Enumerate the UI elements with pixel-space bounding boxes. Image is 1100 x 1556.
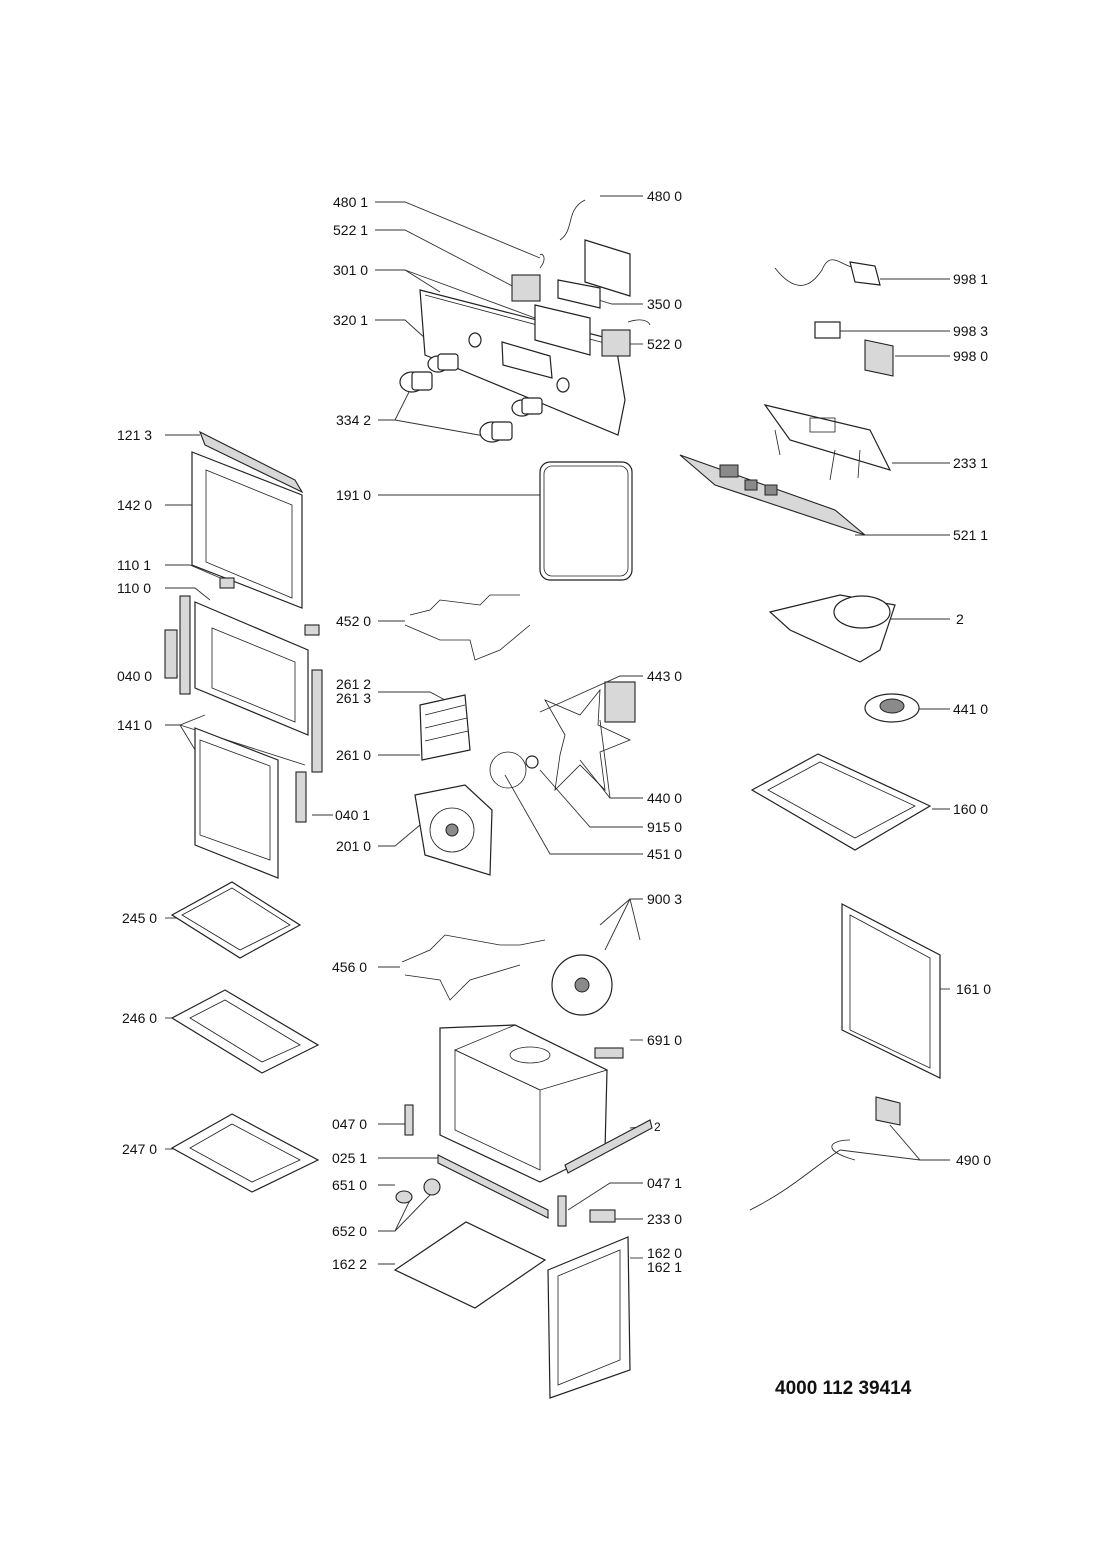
callout-233-0: 233 0 — [647, 1211, 683, 1227]
callout-652-0: 652 0 — [332, 1223, 368, 1239]
callout-441-0: 441 0 — [953, 701, 989, 717]
callout-521-1: 521 1 — [953, 527, 989, 543]
electronics-assembly — [679, 259, 894, 536]
callout-233-1: 233 1 — [953, 455, 989, 471]
callout-440-0: 440 0 — [647, 790, 683, 806]
callout-334-2: 334 2 — [336, 412, 372, 428]
callout-201-0: 201 0 — [336, 838, 372, 854]
callout-261-3: 261 3 — [336, 690, 372, 706]
trays — [170, 881, 320, 1193]
callout-998-3: 998 3 — [953, 323, 989, 339]
callout-490-0: 490 0 — [956, 1152, 992, 1168]
callout-651-0: 651 0 — [332, 1177, 368, 1193]
callout-162-2: 162 2 — [332, 1256, 368, 1272]
callout-522-0: 522 0 — [647, 336, 683, 352]
callout-047-0: 047 0 — [332, 1116, 368, 1132]
callout-915-0: 915 0 — [647, 819, 683, 835]
callout-522-1: 522 1 — [333, 222, 369, 238]
control-panel-assembly — [399, 199, 651, 443]
callout-161-0: 161 0 — [956, 981, 992, 997]
callout-480-1: 480 1 — [333, 194, 369, 210]
callout-247-0: 247 0 — [122, 1141, 158, 1157]
upper-heating-element-shape — [404, 594, 531, 661]
callout-998-1: 998 1 — [953, 271, 989, 287]
callout-451-0: 451 0 — [647, 846, 683, 862]
callout-025-1: 025 1 — [332, 1150, 368, 1166]
fan-assembly — [414, 681, 636, 876]
callout-040-1: 040 1 — [335, 807, 371, 823]
callout-452-0: 452 0 — [336, 613, 372, 629]
callout-162-0: 162 0 — [647, 1245, 683, 1261]
right-side-parts — [749, 594, 941, 1211]
callout-320-1: 320 1 — [333, 312, 369, 328]
door-gasket-shape — [539, 461, 633, 581]
lower-heating-element-shape — [401, 934, 546, 1001]
callout-040-0: 040 0 — [117, 668, 153, 684]
callout-121-3: 121 3 — [117, 427, 153, 443]
callout-456-0: 456 0 — [332, 959, 368, 975]
door-assembly — [164, 430, 323, 879]
callout-110-1: 110 1 — [117, 557, 151, 573]
callout-998-0: 998 0 — [953, 348, 989, 364]
callout-191-0: 191 0 — [336, 487, 372, 503]
callout-691-0: 691 0 — [647, 1032, 683, 1048]
callout-480-0: 480 0 — [647, 188, 683, 204]
callout-350-0: 350 0 — [647, 296, 683, 312]
callout-162-1: 162 1 — [647, 1259, 683, 1275]
callout-2-a: 2 — [956, 611, 964, 627]
callout-246-0: 246 0 — [122, 1010, 158, 1026]
callout-245-0: 245 0 — [122, 910, 158, 926]
callout-142-0: 142 0 — [117, 497, 153, 513]
callout-443-0: 443 0 — [647, 668, 683, 684]
oven-cavity-shape — [393, 954, 653, 1399]
callout-261-2: 261 2 — [336, 676, 372, 692]
callout-301-0: 301 0 — [333, 262, 369, 278]
callout-141-0: 141 0 — [117, 717, 153, 733]
callout-900-3: 900 3 — [647, 891, 683, 907]
callout-110-0: 110 0 — [117, 580, 151, 596]
document-number: 4000 112 39414 — [775, 1378, 912, 1399]
callout-160-0: 160 0 — [953, 801, 989, 817]
callout-047-1: 047 1 — [647, 1175, 683, 1191]
callout-2-b: 2 — [654, 1120, 661, 1134]
callout-261-0: 261 0 — [336, 747, 372, 763]
